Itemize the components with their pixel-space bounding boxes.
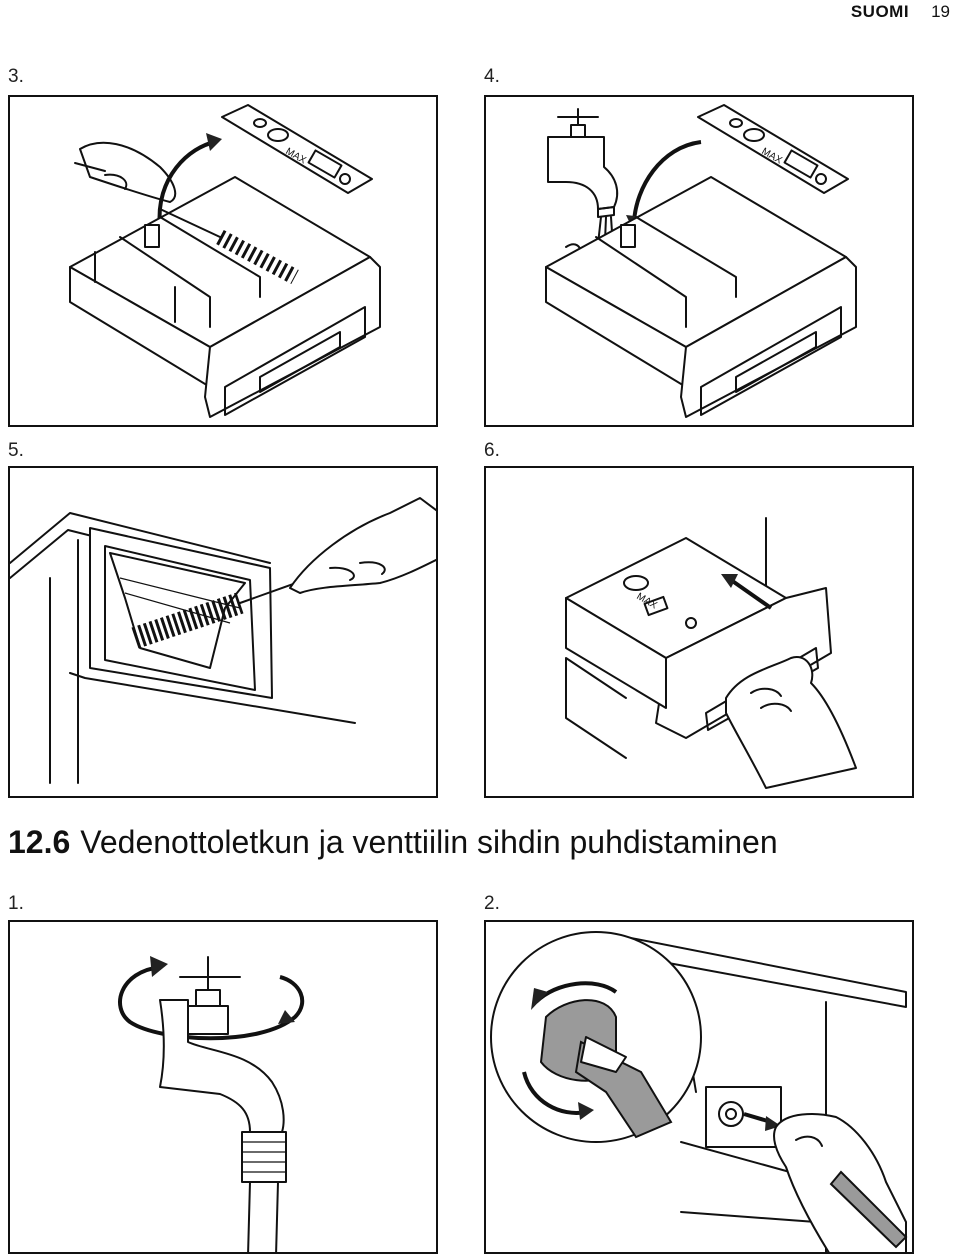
drawer-rinse-illustration: MAX [545, 104, 857, 418]
tap-unscrew-illustration [118, 956, 305, 1252]
step-label-1: 1. [8, 893, 24, 914]
step-label-2: 2. [484, 893, 500, 914]
hose-connector [539, 999, 673, 1139]
page-number: 19 [931, 2, 950, 21]
section-title-text: Vedenottoletkun ja venttiilin sihdin puh… [80, 824, 778, 860]
step-label-5: 5. [8, 440, 24, 461]
page-header: SUOMI 19 [851, 2, 950, 22]
drawer-brush-illustration: MAX [69, 104, 381, 418]
illustration-step-3: MAX [8, 95, 438, 427]
step-label-4: 4. [484, 66, 500, 87]
illustration-step-5 [8, 466, 438, 798]
hose-filter-illustration [490, 931, 908, 1252]
illustration-step-1 [8, 920, 438, 1254]
cleaning-brush [159, 208, 299, 285]
recess-brush-illustration [10, 497, 436, 784]
illustration-step-2 [484, 920, 914, 1254]
step-label-3: 3. [8, 66, 24, 87]
section-number: 12.6 [8, 824, 71, 860]
step-label-6: 6. [484, 440, 500, 461]
water-tap [547, 108, 619, 218]
illustration-step-6: MAX [484, 466, 914, 798]
language-label: SUOMI [850, 2, 910, 21]
drawer-insert-illustration: MAX [565, 517, 857, 789]
illustration-step-4: MAX [484, 95, 914, 427]
